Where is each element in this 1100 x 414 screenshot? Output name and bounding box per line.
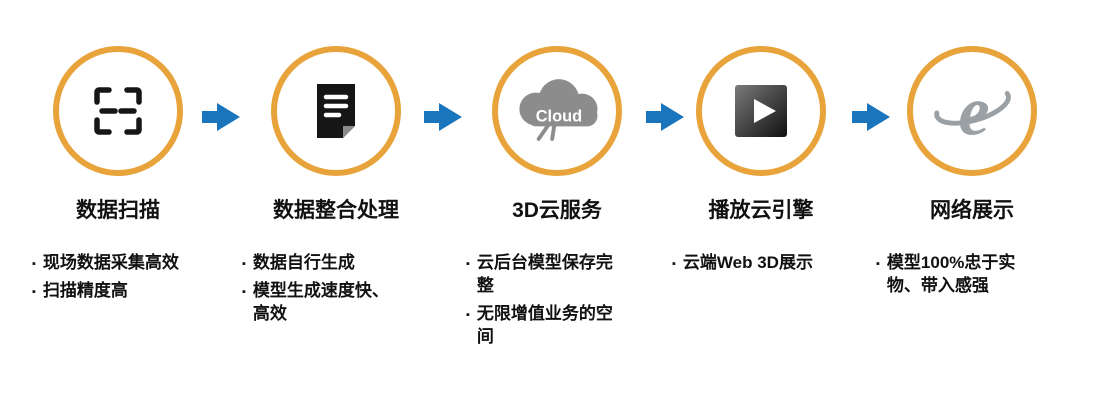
cloud-icon: Cloud (503, 70, 611, 152)
step-title: 3D云服务 (512, 199, 602, 222)
bullet-item: ▪ 模型100%忠于实物、带入感强 (876, 252, 1048, 298)
step-bullet-list: ▪ 云端Web 3D展示 (668, 252, 832, 275)
square-bullet-icon: ▪ (242, 285, 246, 298)
ie-icon-letter: e (958, 72, 989, 150)
bullet-item: ▪ 数据自行生成 (242, 252, 404, 275)
bullet-text: 数据自行生成 (252, 253, 355, 272)
bullet-text: 现场数据采集高效 (42, 253, 179, 272)
document-icon (300, 75, 372, 147)
step-title: 播放云引擎 (708, 199, 814, 222)
step-bullet-list: ▪ 数据自行生成 ▪ 模型生成速度快、高效 (238, 252, 404, 326)
flow-arrow-icon (852, 101, 890, 133)
step-playback-cloud-engine: 播放云引擎 ▪ 云端Web 3D展示 (668, 46, 854, 280)
step-web-display: e 网络展示 ▪ 模型100%忠于实物、带入感强 (872, 46, 1072, 303)
step-3d-cloud-service: Cloud 3D云服务 ▪ 云后台模型保存完整 ▪ 无限增值业务的空间 (462, 46, 652, 354)
step-title: 数据扫描 (76, 199, 160, 222)
bullet-item: ▪ 无限增值业务的空间 (466, 303, 618, 349)
bullet-text: 云端Web 3D展示 (682, 253, 813, 272)
bullet-item: ▪ 云端Web 3D展示 (672, 252, 832, 275)
bullet-item: ▪ 云后台模型保存完整 (466, 252, 618, 298)
bullet-item: ▪ 现场数据采集高效 (32, 252, 182, 275)
square-bullet-icon: ▪ (32, 285, 36, 298)
bullet-item: ▪ 扫描精度高 (32, 280, 182, 303)
bullet-text: 扫描精度高 (42, 280, 128, 300)
step-title: 网络展示 (930, 199, 1014, 222)
play-icon (725, 75, 797, 147)
square-bullet-icon: ▪ (32, 258, 36, 270)
bullet-item: ▪ 模型生成速度快、高效 (242, 280, 404, 326)
bullet-text: 云后台模型保存完整 (476, 253, 613, 295)
step-bullet-list: ▪ 云后台模型保存完整 ▪ 无限增值业务的空间 (462, 252, 618, 349)
step-circle: Cloud (492, 46, 622, 176)
step-data-integration: 数据整合处理 ▪ 数据自行生成 ▪ 模型生成速度快、高效 (238, 46, 434, 331)
step-circle: e (907, 46, 1037, 176)
square-bullet-icon: ▪ (466, 258, 470, 270)
step-circle (271, 46, 401, 176)
step-title: 数据整合处理 (273, 199, 399, 222)
bullet-text: 无限增值业务的空间 (476, 303, 613, 346)
step-circle (53, 46, 183, 176)
flow-arrow-icon (646, 101, 684, 133)
step-bullet-list: ▪ 模型100%忠于实物、带入感强 (872, 252, 1048, 298)
square-bullet-icon: ▪ (672, 258, 676, 270)
square-bullet-icon: ▪ (242, 258, 246, 270)
bullet-text: 模型生成速度快、高效 (252, 280, 389, 323)
flow-arrow-icon (424, 101, 462, 133)
cloud-icon-label: Cloud (536, 108, 582, 126)
square-bullet-icon: ▪ (876, 258, 880, 270)
step-bullet-list: ▪ 现场数据采集高效 ▪ 扫描精度高 (28, 252, 182, 303)
bullet-text: 模型100%忠于实物、带入感强 (886, 253, 1016, 295)
flow-arrow-icon (202, 101, 240, 133)
ie-icon: e (929, 68, 1015, 154)
step-data-scanning: 数据扫描 ▪ 现场数据采集高效 ▪ 扫描精度高 (28, 46, 208, 308)
square-bullet-icon: ▪ (466, 308, 470, 321)
step-circle (696, 46, 826, 176)
scan-icon (82, 75, 154, 147)
